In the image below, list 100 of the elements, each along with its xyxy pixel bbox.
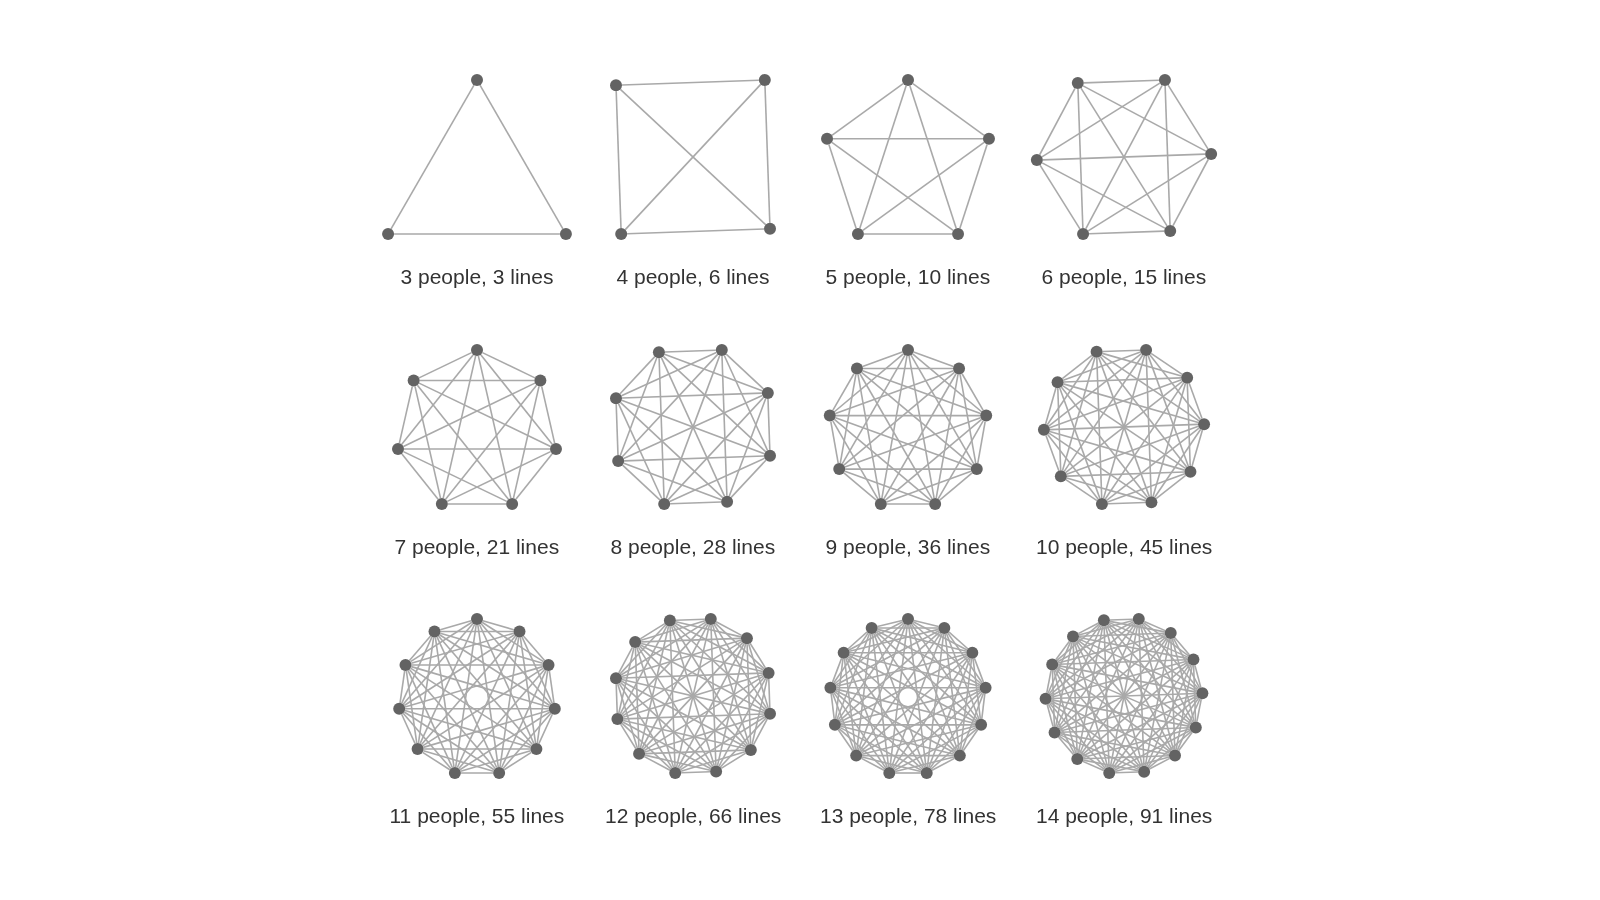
vertex-dot — [615, 228, 628, 240]
graph-caption: 5 people, 10 lines — [825, 265, 991, 289]
vertex-dot — [740, 632, 753, 645]
graph-caption: 10 people, 45 lines — [1036, 535, 1213, 559]
vertex-dot — [865, 621, 878, 634]
vertex-dot — [821, 132, 834, 145]
vertex-dot — [764, 222, 776, 235]
vertex-dot — [610, 672, 622, 685]
vertex-dot — [1158, 74, 1171, 86]
vertex-dot — [1103, 767, 1116, 779]
vertex-dot — [758, 74, 771, 86]
vertex-dot — [704, 613, 717, 625]
vertex-dot — [611, 713, 624, 726]
vertex-dot — [1039, 692, 1052, 705]
vertex-dot — [1067, 630, 1079, 643]
vertex-dot — [548, 702, 561, 715]
vertex-dot — [506, 498, 519, 510]
vertex-dot — [851, 228, 864, 240]
vertex-dot — [658, 498, 671, 510]
vertex-dot — [929, 498, 942, 510]
vertex-dot — [428, 625, 441, 638]
vertex-dot — [966, 646, 979, 659]
vertex-dot — [938, 621, 951, 634]
vertex-dot — [559, 228, 572, 240]
vertex-dot — [850, 749, 863, 762]
graph-caption: 3 people, 3 lines — [400, 265, 554, 289]
vertex-dot — [1077, 228, 1090, 240]
vertex-dot — [392, 443, 404, 456]
vertex-dot — [715, 344, 728, 356]
vertex-dot — [1071, 752, 1084, 765]
graph-caption: 14 people, 91 lines — [1036, 804, 1213, 828]
vertex-dot — [837, 646, 850, 659]
vertex-dot — [1198, 418, 1211, 431]
vertex-dot — [629, 636, 642, 649]
vertex-dot — [1054, 470, 1067, 483]
vertex-dot — [411, 743, 424, 756]
vertex-dot — [1132, 613, 1145, 625]
vertex-dot — [1145, 496, 1158, 509]
vertex-dot — [764, 707, 776, 720]
vertex-dot — [448, 767, 461, 779]
vertex-dot — [970, 463, 983, 476]
vertex-dot — [550, 443, 562, 456]
vertex-dot — [633, 747, 646, 760]
vertex-dot — [542, 658, 555, 671]
vertex-dot — [493, 767, 506, 779]
vertex-dot — [744, 743, 757, 756]
vertex-dot — [530, 743, 543, 756]
vertex-dot — [1051, 376, 1064, 389]
vertex-dot — [1169, 749, 1181, 762]
vertex-dot — [1095, 498, 1108, 510]
vertex-dot — [407, 374, 420, 387]
vertex-dot — [1048, 726, 1061, 739]
vertex-dot — [610, 392, 622, 405]
vertex-dot — [920, 767, 933, 779]
vertex-dot — [1187, 653, 1200, 666]
vertex-dot — [850, 362, 863, 375]
graph-caption: 7 people, 21 lines — [394, 535, 560, 559]
vertex-dot — [652, 346, 665, 359]
vertex-dot — [952, 228, 965, 240]
vertex-dot — [513, 625, 526, 638]
vertex-dot — [953, 362, 966, 375]
vertex-dot — [393, 702, 406, 715]
vertex-dot — [980, 409, 993, 422]
vertex-dot — [612, 455, 625, 468]
graph-caption: 13 people, 78 lines — [820, 804, 997, 828]
vertex-dot — [1138, 765, 1151, 778]
graph-caption: 12 people, 66 lines — [605, 804, 782, 828]
vertex-dot — [1030, 154, 1043, 167]
graph-caption: 9 people, 36 lines — [825, 535, 991, 559]
vertex-dot — [953, 749, 966, 762]
graph-caption: 4 people, 6 lines — [616, 265, 770, 289]
vertex-dot — [975, 718, 988, 731]
vertex-dot — [435, 498, 448, 510]
vertex-dot — [1181, 371, 1194, 384]
vertex-dot — [1196, 687, 1209, 700]
vertex-dot — [471, 344, 483, 356]
vertex-dot — [762, 666, 775, 679]
vertex-dot — [721, 495, 734, 508]
vertex-dot — [669, 767, 682, 779]
vertex-dot — [610, 79, 622, 92]
vertex-dot — [1037, 423, 1050, 436]
vertex-dot — [471, 613, 483, 625]
vertex-dot — [883, 767, 896, 779]
vertex-dot — [1189, 721, 1202, 734]
vertex-dot — [471, 74, 483, 86]
vertex-dot — [1140, 344, 1153, 356]
vertex-dot — [874, 498, 887, 510]
vertex-dot — [902, 613, 914, 625]
vertex-dot — [382, 228, 395, 240]
vertex-dot — [824, 681, 837, 694]
vertex-dot — [828, 718, 841, 731]
vertex-dot — [710, 765, 723, 778]
graph-caption: 6 people, 15 lines — [1041, 265, 1207, 289]
vertex-dot — [663, 614, 676, 627]
vertex-dot — [1184, 465, 1197, 478]
vertex-dot — [1164, 627, 1177, 640]
vertex-dot — [534, 374, 547, 387]
vertex-dot — [823, 409, 836, 422]
vertex-dot — [902, 74, 914, 86]
vertex-dot — [1071, 77, 1084, 90]
